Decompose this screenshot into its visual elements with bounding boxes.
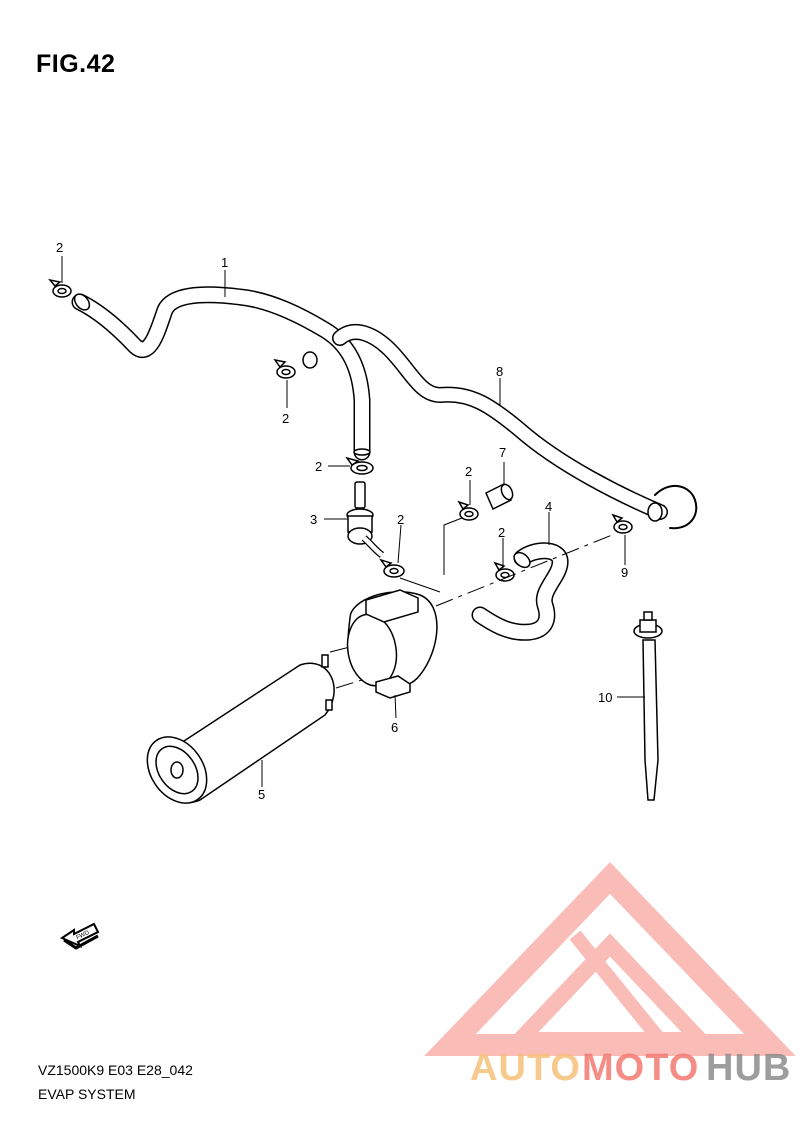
clamp-2-upper-valve xyxy=(345,456,374,475)
leader-lines xyxy=(61,256,645,787)
clamp-2-top-left xyxy=(48,278,72,298)
bracket-6 xyxy=(346,589,438,699)
watermark-text: AUTO MOTO HUB xyxy=(470,1047,791,1089)
clamp-2-hose4 xyxy=(493,561,515,582)
callout-label: 10 xyxy=(598,690,612,705)
callout-label: 2 xyxy=(498,525,505,540)
hose-4 xyxy=(471,542,569,641)
watermark-part2: MOTO xyxy=(582,1047,699,1089)
callout-label: 1 xyxy=(221,255,228,270)
hose-1 xyxy=(71,286,371,461)
callout-label: 2 xyxy=(56,240,63,255)
callout-label: 5 xyxy=(258,787,265,802)
callout-label: 2 xyxy=(465,464,472,479)
callout-label: 2 xyxy=(315,459,322,474)
callout-label: 6 xyxy=(391,720,398,735)
fwd-arrow-icon: FWD xyxy=(59,922,100,950)
fwd-label: FWD xyxy=(76,930,92,941)
callout-label: 4 xyxy=(545,499,552,514)
valve-3 xyxy=(346,481,385,558)
callout-label: 8 xyxy=(496,364,503,379)
callout-label: 2 xyxy=(282,411,289,426)
clamp-2-right-small xyxy=(457,500,479,521)
clamp-2-mid xyxy=(273,351,318,379)
model-code: VZ1500K9 E03 E28_042 xyxy=(38,1062,193,1078)
hose-8 xyxy=(332,324,698,530)
figure-title: FIG.42 xyxy=(36,50,116,78)
hose-7 xyxy=(485,482,514,511)
callout-label: 7 xyxy=(499,445,506,460)
canister-5 xyxy=(146,654,335,804)
callout-label: 9 xyxy=(621,565,628,580)
tie-strap-10 xyxy=(633,611,663,801)
callout-labels: 2 1 2 8 2 3 2 2 7 4 2 9 6 5 10 xyxy=(56,240,628,802)
watermark-logo xyxy=(424,862,796,1056)
callout-label: 2 xyxy=(397,512,404,527)
callout-label: 3 xyxy=(310,512,317,527)
watermark-part1: AUTO xyxy=(470,1047,581,1089)
watermark-part3: HUB xyxy=(706,1047,791,1089)
clamp-9 xyxy=(611,513,633,534)
clamp-2-lower-valve xyxy=(379,558,405,578)
system-name: EVAP SYSTEM xyxy=(38,1086,136,1102)
